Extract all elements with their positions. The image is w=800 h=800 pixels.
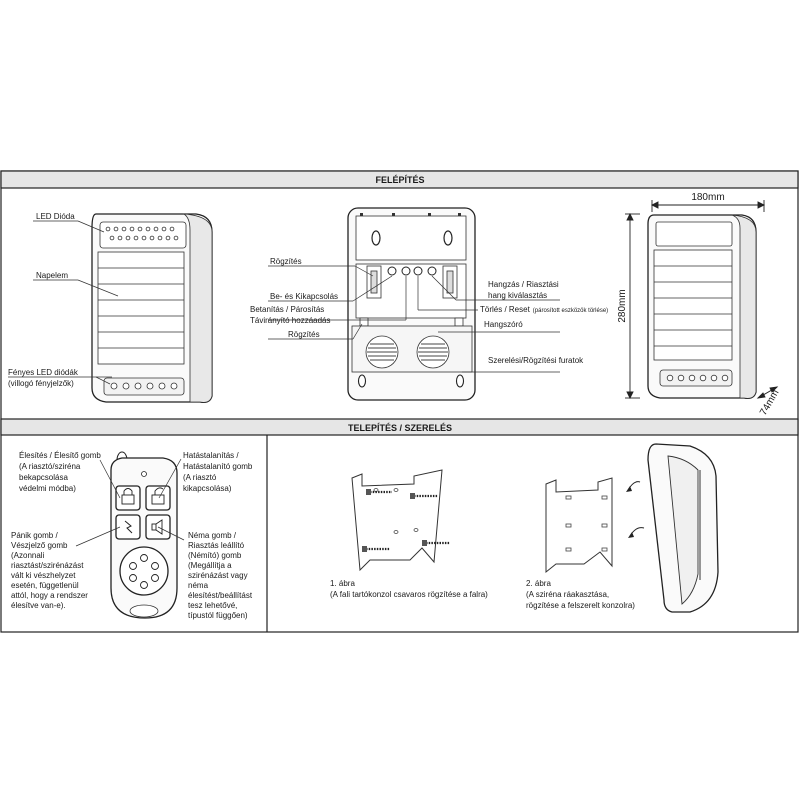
front-view-callouts [8,220,119,385]
bracket-figure-2 [545,477,645,574]
label-taviranyito: Távirányító hozzáadás [250,316,331,325]
caption-figure-2: 2. ábra (A sziréna ráakasztása, rögzítés… [526,579,635,610]
mount-hole-bottom-right [455,374,465,388]
siren-dimension-view [625,200,779,400]
mount-hole-top-right [443,230,453,246]
label-rogzites-1: Rögzítés [270,257,302,266]
dimension-depth: 74mm [758,388,781,418]
siren-back-view [347,207,476,401]
speaker-left [365,335,399,369]
screw [362,546,390,552]
mount-hole-bottom-left [357,374,367,388]
label-hangzas-2: hang kiválasztás [488,291,547,300]
dimension-height: 280mm [617,289,628,322]
caption-figure-1: 1. ábra (A fali tartókonzol csavaros rög… [330,579,488,599]
solar-panel [97,251,185,365]
label-szerelesi: Szerelési/Rögzítési furatok [488,356,584,365]
label-silent-button: Néma gomb / Riasztás leállító (Némító) g… [188,531,254,620]
label-rogzites-2: Rögzítés [288,330,320,339]
label-fenyes-led: Fényes LED diódák [8,368,79,377]
dimension-width: 180mm [691,192,724,203]
label-disarm-button: Hatástalanítás / Hatástalanító gomb (A r… [183,451,255,493]
screw [410,493,438,499]
label-villogo: (villogó fényjelzők) [8,379,74,388]
label-napelem: Napelem [36,271,68,280]
mount-hole-top-left [371,230,381,246]
siren-side-view [647,443,719,613]
bracket-figure-1 [351,469,450,572]
back-view-callouts [268,265,560,373]
frame [0,170,799,633]
remote-control [110,451,178,619]
speaker-right [416,335,450,369]
siren-front-view [91,213,213,404]
remote-callouts [75,458,185,547]
label-panic-button: Pánik gomb / Vészjelző gomb (Azonnali ri… [11,531,90,610]
screw [366,489,392,495]
label-hangszoro: Hangszóró [484,320,523,329]
label-betanitas: Betanítás / Párosítás [250,305,324,314]
led-dots [105,226,179,241]
flash-leds [110,382,178,390]
section-header-telepites: TELEPÍTÉS / SZERELÉS [348,423,452,433]
screw [422,540,450,546]
label-arm-button: Élesítés / Élesítő gomb (A riasztó/sziré… [19,451,103,493]
label-torles: Törlés / Reset(párosított eszközök törlé… [480,305,608,314]
label-hangzas-1: Hangzás / Riasztási [488,280,559,289]
label-led-dioda: LED Dióda [36,212,75,221]
label-be-ki: Be- és Kikapcsolás [270,292,338,301]
control-buttons [387,266,437,276]
section-header-felepites: FELÉPÍTÉS [375,175,424,185]
